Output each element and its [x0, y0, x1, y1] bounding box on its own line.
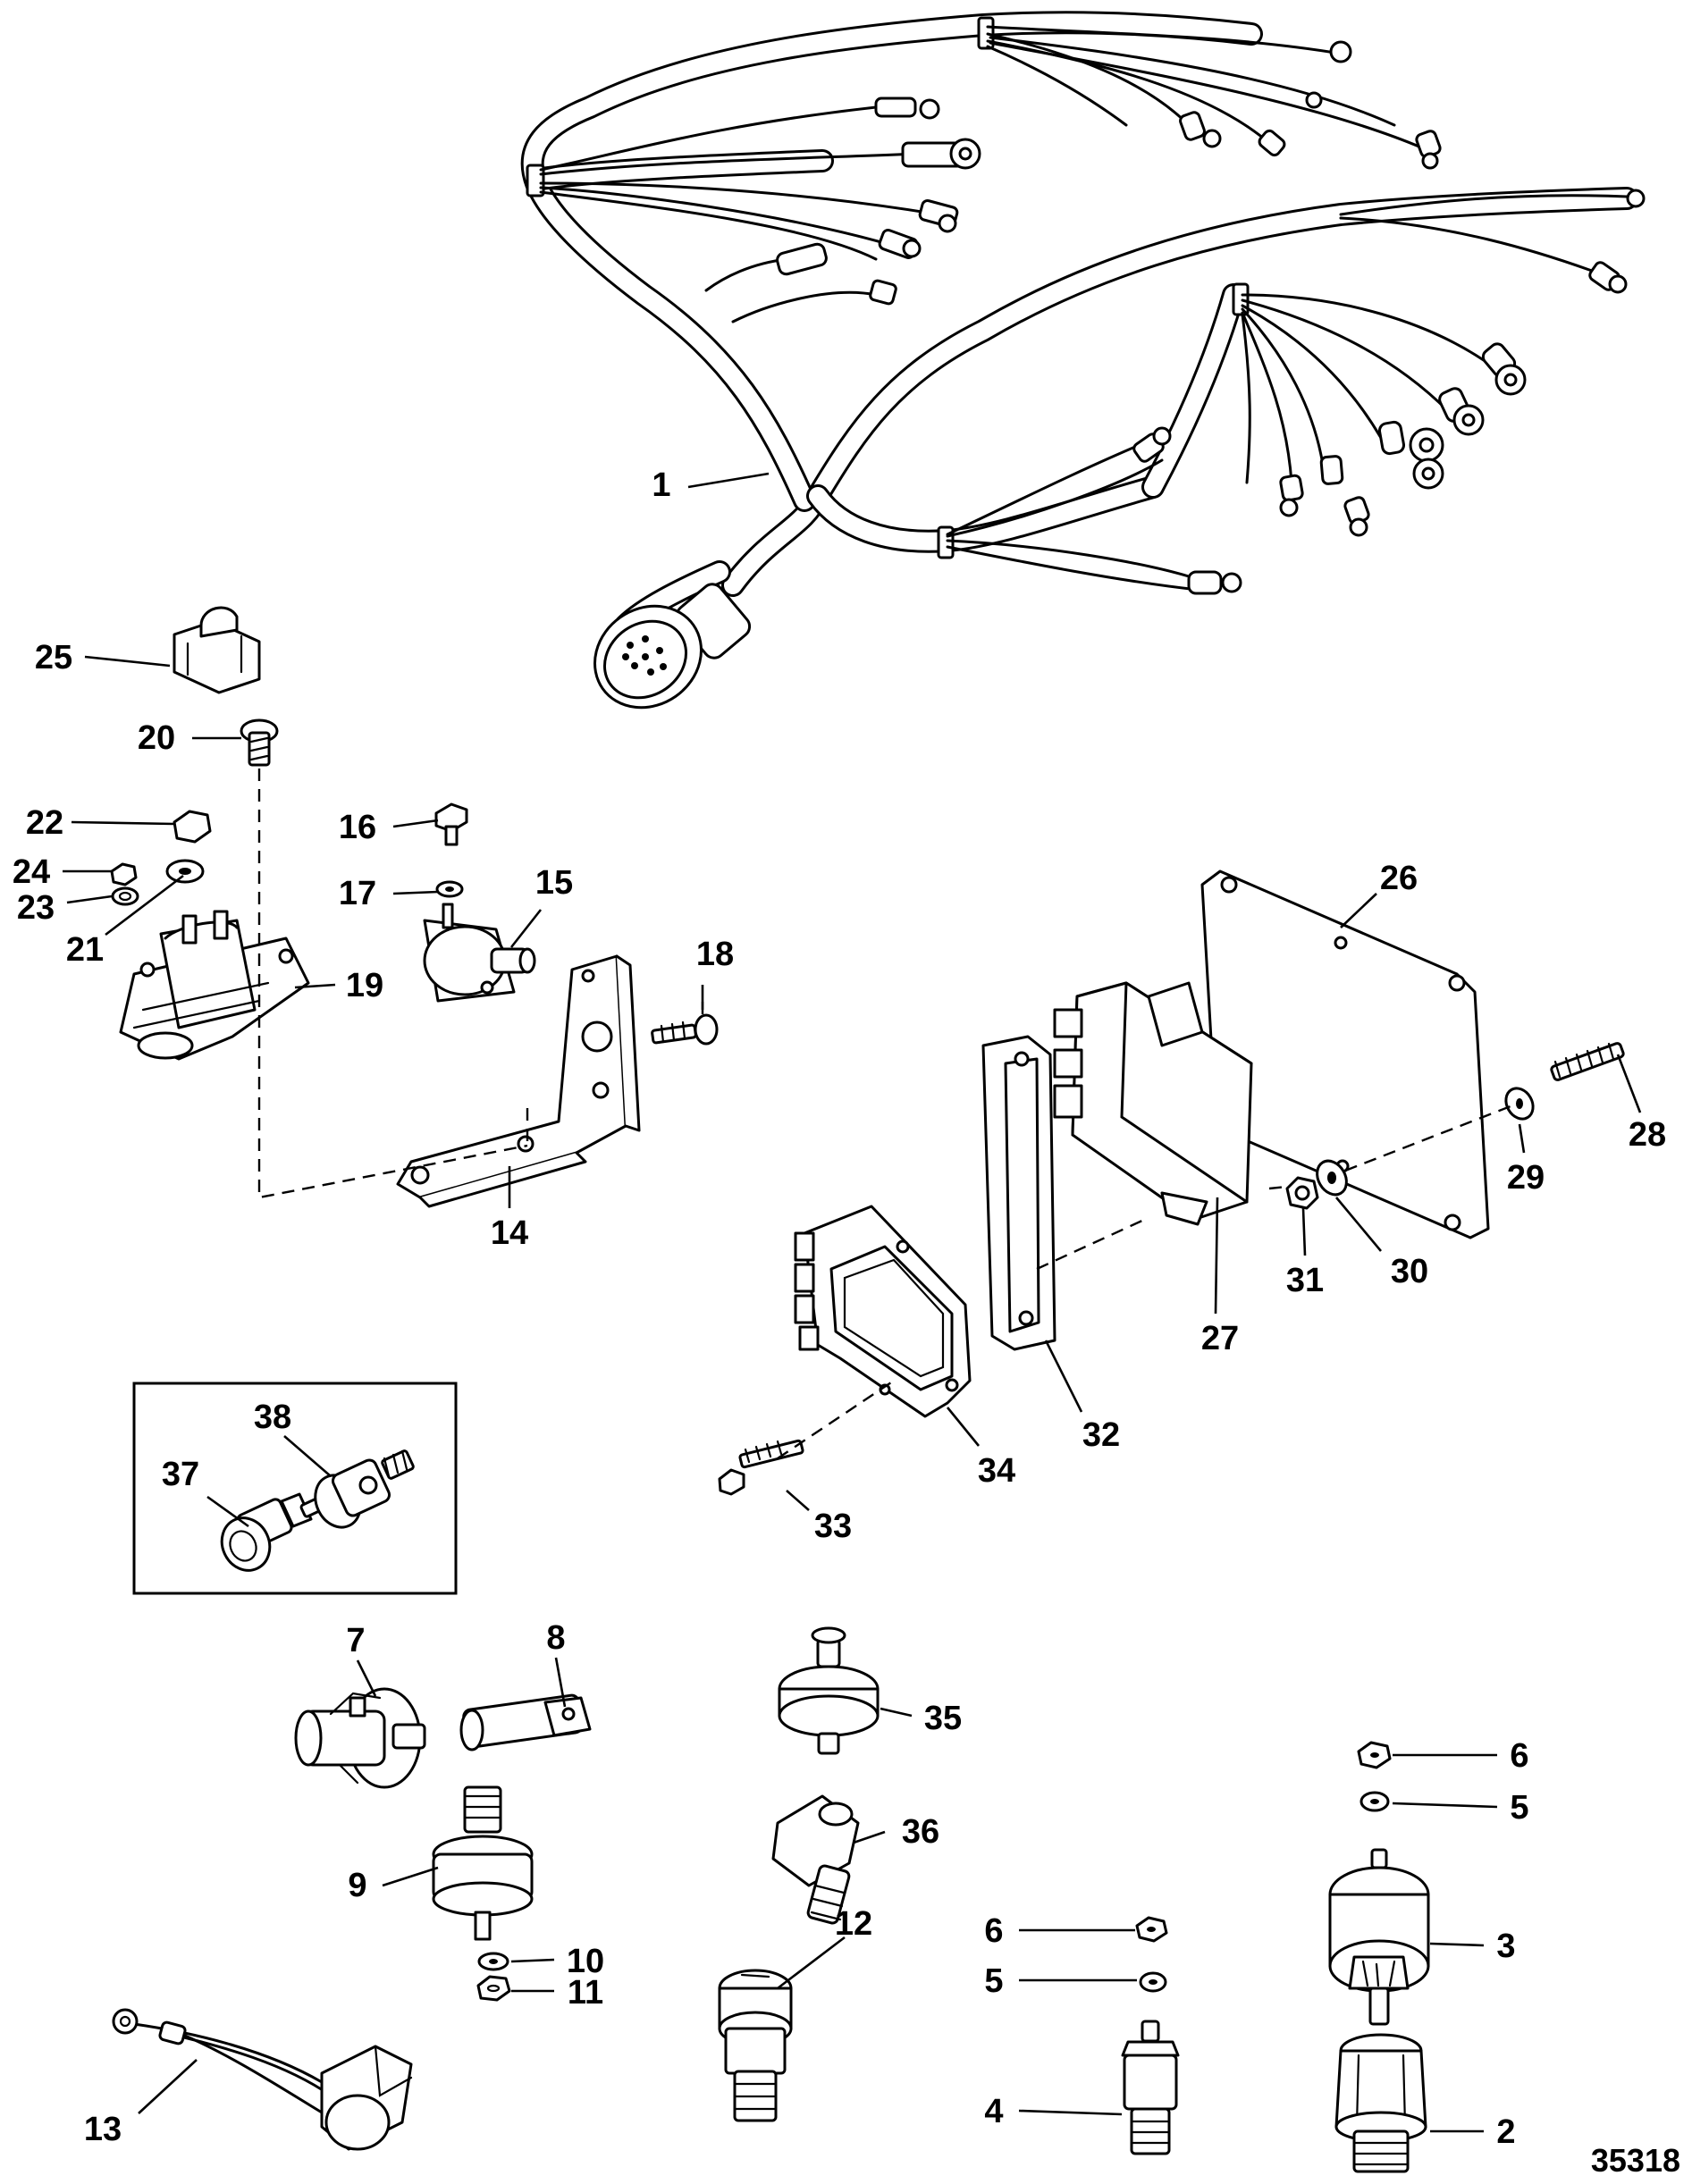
adapter-part-38 — [314, 1449, 415, 1529]
callout-27: 27 — [1201, 1320, 1239, 1357]
callout-14: 14 — [491, 1214, 528, 1252]
drawing-number: 35318 — [1591, 2142, 1680, 2179]
nut-part-11 — [476, 1975, 511, 2002]
callout-11: 11 — [568, 1974, 603, 2012]
pressure-switch-part-7 — [294, 1687, 426, 1789]
callout-5-lower: 5 — [984, 1962, 1003, 2000]
sensor-part-37 — [220, 1492, 324, 1572]
wire-clip-part-25 — [173, 606, 261, 694]
callout-15: 15 — [535, 864, 573, 902]
nut-part-24 — [110, 862, 138, 886]
wiring-pigtail-part-13 — [112, 2008, 413, 2151]
callout-30: 30 — [1391, 1253, 1428, 1290]
callout-17: 17 — [339, 875, 376, 912]
lockwasher-part-10 — [477, 1952, 509, 1971]
relay-part-15 — [423, 903, 536, 1003]
callout-6-upper: 6 — [1510, 1737, 1528, 1775]
screw-part-18 — [651, 1013, 719, 1046]
callout-2: 2 — [1496, 2113, 1515, 2151]
callout-23: 23 — [17, 889, 55, 927]
temperature-sender-part-12 — [718, 1969, 793, 2122]
adapter-fitting-part-2 — [1334, 2033, 1427, 2173]
stud-part-28 — [1550, 1042, 1625, 1081]
callout-5-upper: 5 — [1510, 1789, 1528, 1827]
callout-labels: 1 2 3 4 5 5 6 6 7 8 9 10 11 12 13 14 15 … — [13, 466, 1666, 2151]
callout-31: 31 — [1286, 1262, 1324, 1299]
inset-box — [132, 1382, 458, 1595]
callout-24: 24 — [13, 853, 50, 891]
oil-pressure-sender-part-9 — [432, 1785, 534, 1941]
callout-4: 4 — [984, 2093, 1003, 2130]
lockwasher-part-5-lower — [1139, 1971, 1167, 1993]
nut-part-22 — [173, 810, 212, 844]
wiring-harness-part — [520, 11, 1646, 710]
callout-13: 13 — [84, 2111, 122, 2148]
fitting-part-8 — [459, 1693, 592, 1751]
callout-21: 21 — [66, 931, 104, 969]
bolt-part-20 — [240, 718, 279, 767]
washer-part-30 — [1316, 1159, 1348, 1197]
temperature-switch-part-4 — [1121, 2020, 1180, 2155]
callout-35: 35 — [924, 1700, 962, 1737]
callout-29: 29 — [1507, 1159, 1545, 1197]
washer-part-29 — [1504, 1087, 1535, 1121]
callout-18: 18 — [696, 936, 734, 973]
callout-8: 8 — [546, 1619, 565, 1657]
callout-26: 26 — [1380, 860, 1418, 897]
screw-part-16 — [434, 802, 468, 846]
callout-10: 10 — [567, 1943, 604, 1980]
callout-22: 22 — [26, 804, 63, 842]
callout-9: 9 — [348, 1867, 366, 1904]
callout-37: 37 — [162, 1456, 199, 1493]
spacer-bracket-part-32 — [981, 1035, 1056, 1351]
callout-19: 19 — [346, 967, 383, 1004]
lockwasher-part-5-upper — [1359, 1791, 1390, 1812]
switch-part-3 — [1328, 1848, 1430, 2026]
ignition-module-part-27 — [1053, 981, 1253, 1226]
callout-38: 38 — [254, 1399, 291, 1436]
washer-part-17 — [435, 880, 464, 898]
nut-part-6-lower — [1135, 1916, 1168, 1943]
callout-16: 16 — [339, 809, 376, 846]
control-module-part-34 — [794, 1205, 972, 1418]
callout-20: 20 — [138, 719, 175, 757]
callout-1: 1 — [652, 466, 670, 504]
bolt-part-33 — [718, 1439, 804, 1496]
washer-part-23 — [111, 886, 139, 906]
callout-7: 7 — [346, 1622, 365, 1659]
callout-33: 33 — [814, 1508, 852, 1545]
callout-25: 25 — [35, 639, 72, 676]
callout-3: 3 — [1496, 1928, 1515, 1965]
elbow-fitting-part-36 — [771, 1794, 860, 1925]
washer-part-21 — [165, 859, 205, 884]
callout-6-lower: 6 — [984, 1912, 1003, 1950]
nut-part-31 — [1285, 1176, 1319, 1210]
knock-sensor-part-35 — [778, 1626, 880, 1755]
callout-36: 36 — [902, 1813, 939, 1851]
callout-34: 34 — [978, 1452, 1015, 1490]
callout-12: 12 — [835, 1905, 872, 1943]
nut-part-6-upper — [1357, 1741, 1392, 1769]
starter-solenoid-part-19 — [119, 910, 310, 1061]
callout-32: 32 — [1082, 1416, 1120, 1454]
callout-28: 28 — [1629, 1116, 1666, 1154]
mounting-bracket-part-14 — [396, 954, 641, 1208]
leader-lines — [63, 472, 1642, 2133]
